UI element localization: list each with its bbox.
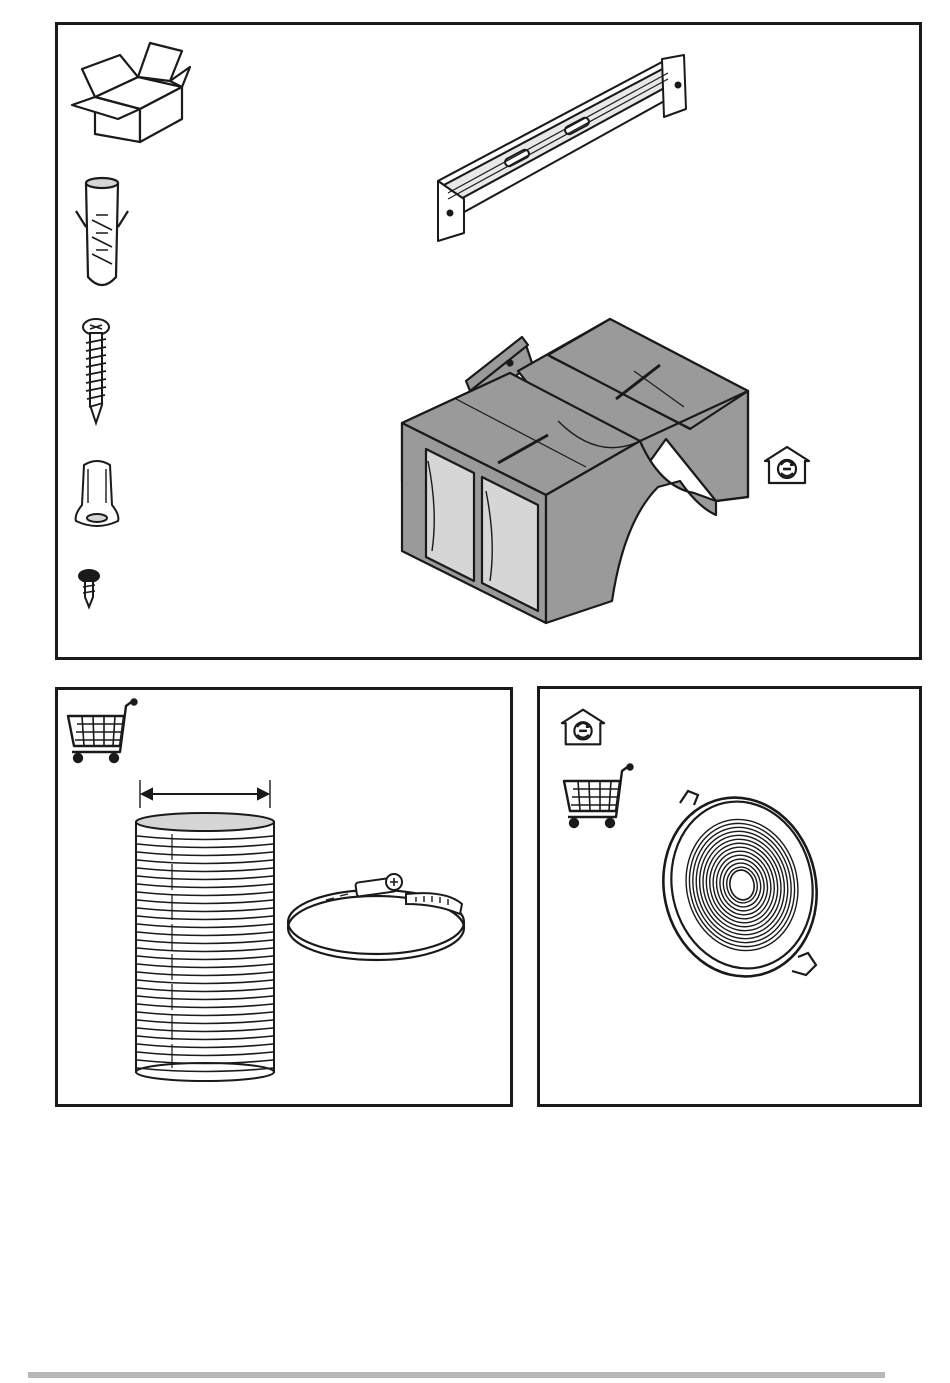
shopping-cart-icon — [560, 763, 632, 829]
optional-ducting-panel — [55, 687, 513, 1107]
recirculation-icon — [761, 445, 813, 485]
recirculation-icon — [558, 707, 608, 747]
flexible-duct — [130, 778, 280, 1086]
short-screw-icon — [76, 569, 102, 609]
hose-clamp — [286, 870, 472, 966]
wood-screw-icon — [76, 317, 116, 427]
shopping-cart-icon — [64, 698, 136, 764]
footer-rule — [28, 1372, 885, 1378]
box-icon — [70, 39, 190, 144]
charcoal-filter — [658, 789, 828, 985]
spacer-bushing-icon — [72, 455, 122, 530]
optional-filter-panel — [537, 686, 922, 1107]
supplied-parts-panel — [55, 22, 922, 660]
air-deflector — [398, 311, 754, 623]
wall-anchor-icon — [72, 175, 132, 295]
mounting-bracket — [434, 51, 696, 247]
